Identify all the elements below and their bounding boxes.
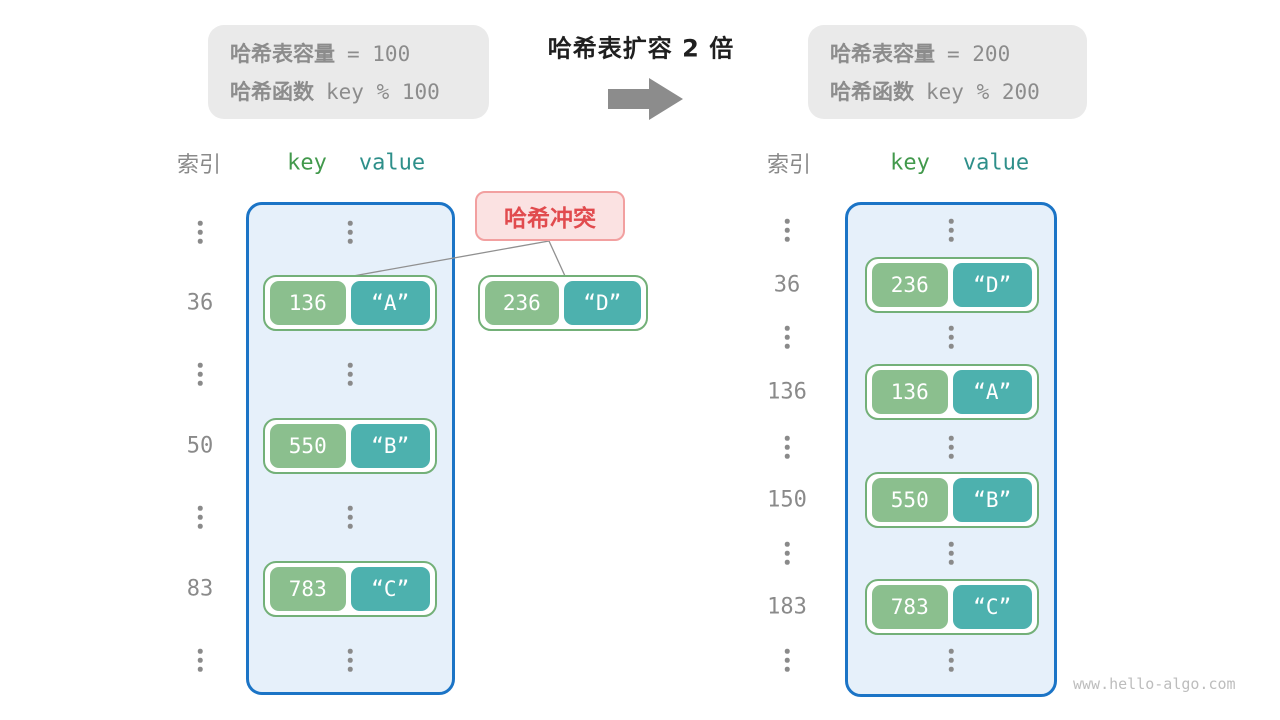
index-label: 136 xyxy=(767,379,807,405)
key-header-before: key xyxy=(287,150,327,176)
hash-function-label: 哈希函数 xyxy=(230,80,314,104)
value-box: “C” xyxy=(350,567,430,611)
hash-function-label: 哈希函数 xyxy=(830,80,914,104)
capacity-value: = 100 xyxy=(347,42,411,66)
ellipsis xyxy=(784,218,790,242)
ellipsis xyxy=(948,435,954,459)
capacity-box-after: 哈希表容量 = 200 哈希函数 key % 200 xyxy=(808,25,1087,119)
key-box: 236 xyxy=(872,263,948,307)
capacity-value: = 200 xyxy=(947,42,1011,66)
kv-pair: 783 “C” xyxy=(263,561,437,617)
kv-pair-colliding: 236 “D” xyxy=(478,275,648,331)
hash-function-value: key % 200 xyxy=(926,80,1040,104)
kv-pair: 236 “D” xyxy=(865,257,1039,313)
index-header-after: 索引 xyxy=(766,153,812,178)
capacity-line: 哈希表容量 = 100 xyxy=(230,38,489,68)
capacity-label: 哈希表容量 xyxy=(230,42,335,66)
capacity-line: 哈希表容量 = 200 xyxy=(830,38,1087,68)
index-label: 183 xyxy=(767,594,807,620)
ellipsis xyxy=(197,648,203,672)
key-header-after: key xyxy=(890,150,930,176)
value-box: “B” xyxy=(952,478,1032,522)
kv-pair: 136 “A” xyxy=(865,364,1039,420)
key-box: 783 xyxy=(270,567,346,611)
hash-function-line: 哈希函数 key % 200 xyxy=(830,76,1087,106)
ellipsis xyxy=(784,325,790,349)
index-label: 150 xyxy=(767,487,807,513)
ellipsis xyxy=(948,325,954,349)
ellipsis xyxy=(347,648,353,672)
hash-function-line: 哈希函数 key % 100 xyxy=(230,76,489,106)
value-box: “C” xyxy=(952,585,1032,629)
key-box: 236 xyxy=(485,281,559,325)
ellipsis xyxy=(347,220,353,244)
watermark: www.hello-algo.com xyxy=(1073,675,1236,693)
key-box: 783 xyxy=(872,585,948,629)
ellipsis xyxy=(197,362,203,386)
hash-collision-label: 哈希冲突 xyxy=(475,191,625,241)
kv-pair: 550 “B” xyxy=(263,418,437,474)
value-box: “D” xyxy=(563,281,641,325)
capacity-box-before: 哈希表容量 = 100 哈希函数 key % 100 xyxy=(208,25,489,119)
index-label: 83 xyxy=(186,576,214,602)
value-header-after: value xyxy=(962,150,1030,176)
value-box: “A” xyxy=(952,370,1032,414)
ellipsis xyxy=(948,218,954,242)
key-box: 550 xyxy=(270,424,346,468)
ellipsis xyxy=(784,648,790,672)
ellipsis xyxy=(197,505,203,529)
index-header-before: 索引 xyxy=(176,153,222,178)
value-box: “B” xyxy=(350,424,430,468)
ellipsis xyxy=(784,541,790,565)
collision-line-right xyxy=(548,240,566,277)
ellipsis xyxy=(948,541,954,565)
kv-pair: 550 “B” xyxy=(865,472,1039,528)
index-label: 36 xyxy=(773,272,801,298)
capacity-label: 哈希表容量 xyxy=(830,42,935,66)
value-box: “D” xyxy=(952,263,1032,307)
kv-pair: 136 “A” xyxy=(263,275,437,331)
key-box: 136 xyxy=(872,370,948,414)
diagram-title: 哈希表扩容 2 倍 xyxy=(547,34,735,63)
ellipsis xyxy=(784,435,790,459)
value-box: “A” xyxy=(350,281,430,325)
index-label: 36 xyxy=(186,290,214,316)
key-box: 550 xyxy=(872,478,948,522)
kv-pair: 783 “C” xyxy=(865,579,1039,635)
hash-function-value: key % 100 xyxy=(326,80,440,104)
value-header-before: value xyxy=(358,150,426,176)
key-box: 136 xyxy=(270,281,346,325)
ellipsis xyxy=(347,362,353,386)
index-label: 50 xyxy=(186,433,214,459)
ellipsis xyxy=(347,505,353,529)
ellipsis xyxy=(197,220,203,244)
expand-arrow-icon xyxy=(608,78,683,120)
ellipsis xyxy=(948,648,954,672)
